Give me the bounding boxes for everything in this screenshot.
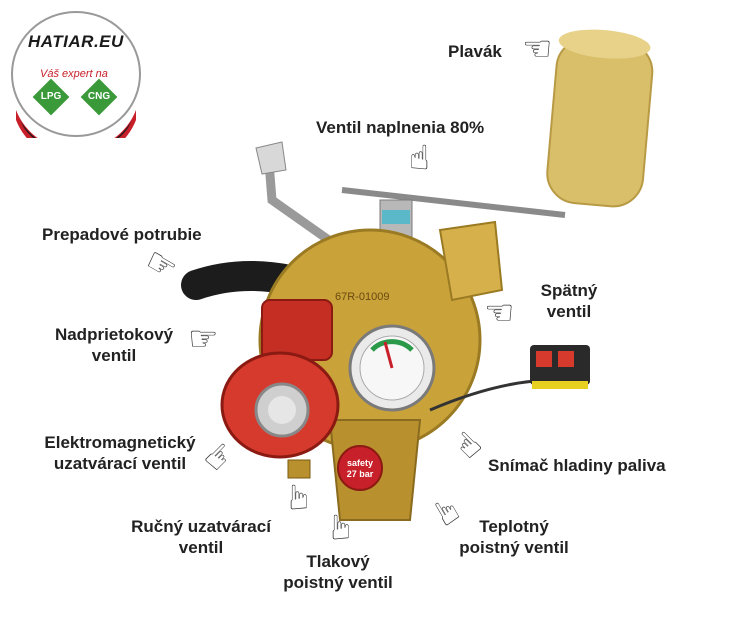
part-number: 67R-01009 [335, 291, 389, 303]
label-teplotny-line2: poistný ventil [459, 538, 569, 557]
pointing-hand-icon: ☞ [279, 481, 320, 513]
label-elektromagneticky-ventil: Elektromagnetický uzatvárací ventil [30, 432, 210, 474]
pointing-hand-icon: ☜ [484, 293, 515, 333]
label-spatny-ventil: Spätný ventil [524, 280, 614, 322]
label-elektro-line2: uzatvárací ventil [53, 454, 187, 473]
label-rucny-line2: ventil [178, 538, 224, 557]
float [546, 29, 654, 208]
pointing-hand-icon: ☞ [188, 319, 219, 359]
tube-end [255, 141, 287, 175]
safety-disc [337, 445, 383, 491]
logo-brand: HATIAR.EU [28, 32, 124, 51]
label-nadprietokovy-line2: ventil [91, 346, 137, 365]
level-gauge [348, 324, 436, 412]
label-prepadove-potrubie: Prepadové potrubie [42, 225, 202, 244]
label-snimac-hladiny: Snímač hladiny paliva [488, 456, 666, 475]
label-rucny-ventil: Ručný uzatvárací ventil [114, 516, 288, 558]
cng-badge-label: CNG [87, 91, 111, 102]
label-tlakovy-ventil: Tlakový poistný ventil [268, 551, 408, 593]
label-nadprietokovy-ventil: Nadprietokový ventil [44, 324, 184, 366]
pointing-hand-icon: ☜ [522, 29, 553, 69]
pointing-hand-icon: ☞ [321, 511, 362, 543]
label-teplotny-line1: Teplotný [479, 517, 549, 536]
label-spatny-line2: ventil [546, 302, 592, 321]
shaft-ring [382, 210, 410, 224]
safety-text-1: safety [347, 458, 373, 468]
logo-tagline: Váš expert na [40, 68, 108, 80]
red-solenoid [220, 299, 340, 459]
label-plavak: Plavák [448, 42, 502, 61]
label-tlakovy-line2: poistný ventil [283, 573, 393, 592]
safety-text-2: 27 bar [347, 469, 374, 479]
pointing-hand-icon: ☜ [399, 141, 440, 173]
label-ventil-naplnenia: Ventil naplnenia 80% [316, 118, 485, 137]
label-teplotny-ventil: Teplotný poistný ventil [444, 516, 584, 558]
label-tlakovy-line1: Tlakový [306, 552, 370, 571]
label-spatny-line1: Spätný [540, 281, 598, 300]
label-nadprietokovy-line1: Nadprietokový [54, 325, 174, 344]
label-elektro-line1: Elektromagnetický [44, 433, 196, 452]
float-arm [341, 187, 566, 218]
label-rucny-line1: Ručný uzatvárací [131, 517, 271, 536]
sensor-connector [530, 345, 590, 389]
manual-valve-nut [287, 459, 311, 479]
lpg-badge-label: LPG [40, 91, 62, 102]
